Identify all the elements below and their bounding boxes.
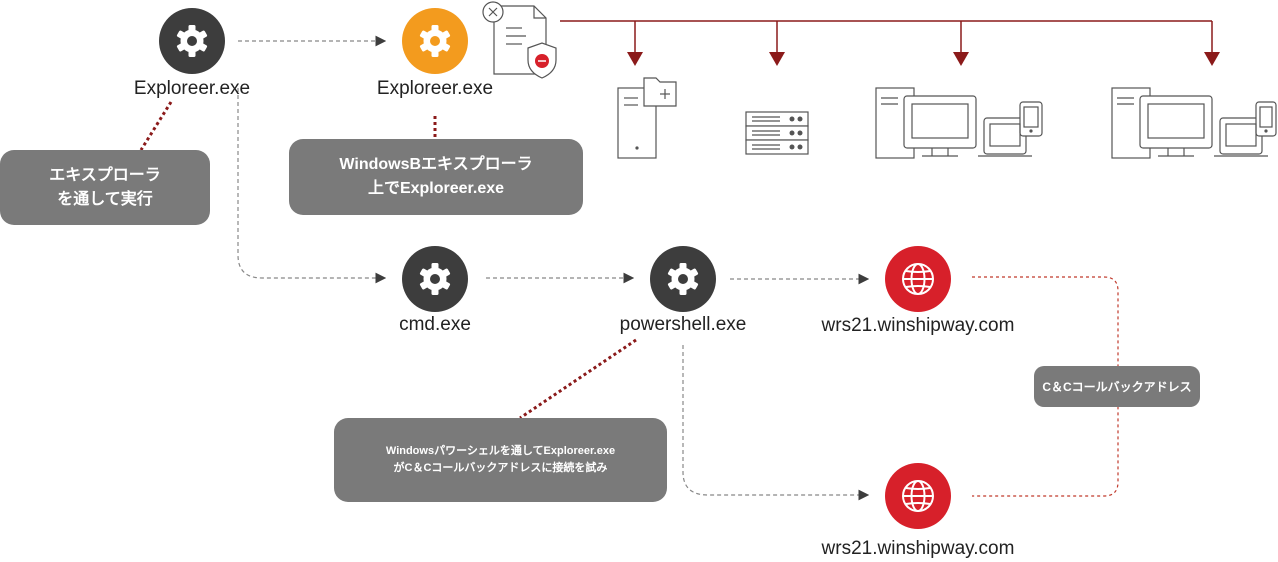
pointer-explorer-run bbox=[139, 101, 173, 151]
cmd-node bbox=[402, 246, 468, 312]
explorer-child-node bbox=[402, 8, 468, 74]
callout-powershell-attempt: Windowsパワーシェルを通してExploreer.exe がC＆Cコールバッ… bbox=[334, 418, 667, 502]
cmd-label: cmd.exe bbox=[399, 314, 471, 335]
callout-explorer-run: エキスプローラ を通して実行 bbox=[0, 150, 210, 225]
callout-cc-callback-line1: C＆Cコールバックアドレス bbox=[1042, 380, 1192, 394]
explorer-child-label: Exploreer.exe bbox=[376, 78, 494, 99]
gear-icon bbox=[176, 25, 208, 57]
domain-2-label: wrs21.winshipway.com bbox=[821, 538, 1015, 559]
callout-windows-explorer-line2: 上でExploreer.exe bbox=[367, 180, 505, 197]
distribution-tree bbox=[560, 20, 1220, 66]
file-server-icon bbox=[617, 77, 677, 159]
globe-icon bbox=[902, 263, 934, 295]
callout-powershell-attempt-line2: がC＆Cコールバックアドレスに接続を試み bbox=[393, 462, 608, 474]
pointer-powershell bbox=[519, 338, 637, 420]
powershell-label: powershell.exe bbox=[619, 314, 747, 335]
workstation-group-icon bbox=[875, 87, 1043, 159]
callout-explorer-run-line2: を通して実行 bbox=[57, 190, 153, 208]
gear-icon bbox=[419, 25, 451, 57]
server-rack-icon bbox=[745, 111, 809, 155]
domain-2-node bbox=[885, 463, 951, 529]
globe-icon bbox=[902, 480, 934, 512]
document-shield-icon bbox=[493, 5, 557, 79]
callout-windows-explorer-line1: WindowsBエキスプローラ bbox=[339, 156, 533, 173]
link-explorer-to-cmd bbox=[237, 88, 387, 284]
close-icon bbox=[482, 1, 504, 23]
explorer-parent-node bbox=[159, 8, 225, 74]
link-powershell-to-domain-2 bbox=[682, 345, 870, 501]
link-cc-callback bbox=[972, 276, 1119, 497]
callout-windows-explorer: WindowsBエキスプローラ 上でExploreer.exe bbox=[289, 139, 583, 215]
workstation-group-icon bbox=[1111, 87, 1277, 159]
explorer-parent-label: Exploreer.exe bbox=[133, 78, 251, 99]
callout-explorer-run-line1: エキスプローラ bbox=[49, 166, 161, 184]
gear-icon bbox=[667, 263, 699, 295]
callout-cc-callback: C＆Cコールバックアドレス bbox=[1034, 366, 1200, 407]
powershell-node bbox=[650, 246, 716, 312]
domain-1-node bbox=[885, 246, 951, 312]
gear-icon bbox=[419, 263, 451, 295]
callout-powershell-attempt-line1: Windowsパワーシェルを通してExploreer.exe bbox=[385, 445, 616, 457]
domain-1-label: wrs21.winshipway.com bbox=[821, 315, 1015, 336]
